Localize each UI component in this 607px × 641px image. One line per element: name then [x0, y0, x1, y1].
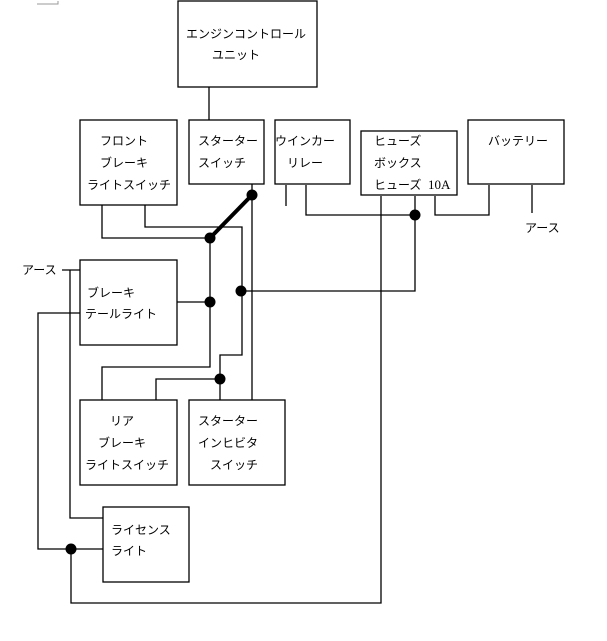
inhibitor-label-line3: スイッチ	[210, 458, 258, 472]
wire-front-brake-a	[101, 205, 210, 239]
rear-brake-label-line1: リア	[110, 414, 134, 428]
winker-relay-box: ウインカー リレー	[274, 119, 351, 185]
wire-winker-fuse	[305, 185, 415, 216]
license-light-label-line2: ライト	[111, 544, 147, 558]
junction-dot	[235, 285, 247, 297]
wire-fuse-center	[241, 196, 416, 292]
starter-inhibitor-switch-box: スターター インヒビタ スイッチ	[188, 399, 286, 486]
fuse-box-box: ヒューズ ボックス ヒューズ 10A	[360, 130, 458, 196]
front-brake-label-line3: ライトスイッチ	[87, 178, 171, 192]
junction-dot	[246, 189, 258, 201]
wire-inhibitor-junction	[155, 378, 221, 400]
wire-fuse-battery	[434, 185, 490, 216]
inhibitor-label-line1: スターター	[198, 414, 258, 428]
ecu-label-line1: エンジンコントロール	[186, 27, 306, 41]
starter-switch-label-line2: スイッチ	[198, 156, 246, 170]
junction-dot	[204, 296, 216, 308]
corner-mark	[37, 1, 59, 5]
tail-light-label-line2: テールライト	[85, 307, 157, 321]
rear-brake-label-line3: ライトスイッチ	[85, 458, 169, 472]
battery-box: バッテリー	[467, 119, 565, 185]
junctions	[65, 189, 421, 555]
rear-brake-switch-box: リア ブレーキ ライトスイッチ	[79, 399, 178, 486]
front-brake-switch-box: フロント ブレーキ ライトスイッチ	[79, 119, 178, 206]
wire-fuse-left-loop	[70, 196, 382, 604]
battery-label: バッテリー	[488, 134, 548, 148]
winker-relay-label-line2: リレー	[287, 156, 323, 170]
starter-switch-box: スターター スイッチ	[188, 119, 265, 185]
front-brake-label-line2: ブレーキ	[100, 155, 148, 170]
winker-relay-label-line1: ウインカー	[275, 134, 335, 148]
junction-dot	[204, 232, 216, 244]
junction-dot	[65, 543, 77, 555]
junction-dot	[214, 373, 226, 385]
ecu-label-line2: ユニット	[212, 48, 260, 62]
fuse-box-label-line3: ヒューズ	[374, 177, 421, 192]
starter-switch-label-line1: スターター	[198, 134, 258, 148]
front-brake-label-line1: フロント	[100, 134, 148, 148]
rear-brake-label-line2: ブレーキ	[98, 435, 146, 450]
starter-switch-link	[208, 193, 254, 240]
license-light-label-line1: ライセンス	[111, 523, 171, 537]
fuse-rating: 10A	[428, 177, 451, 192]
inhibitor-label-line2: インヒビタ	[198, 436, 258, 450]
license-light-box: ライセンス ライト	[102, 506, 190, 583]
battery-ground-label: アース	[525, 221, 560, 235]
tail-light-label-line1: ブレーキ	[87, 285, 135, 300]
ecu-box: エンジンコントロール ユニット	[177, 0, 318, 88]
tail-ground-label: アース	[22, 263, 57, 277]
fuse-box-label-line1: ヒューズ	[374, 133, 421, 148]
brake-tail-light-box: ブレーキ テールライト	[79, 259, 178, 346]
junction-dot	[409, 209, 421, 221]
wire-ground-vertical	[69, 270, 103, 519]
fuse-box-label-line2: ボックス	[374, 156, 422, 170]
